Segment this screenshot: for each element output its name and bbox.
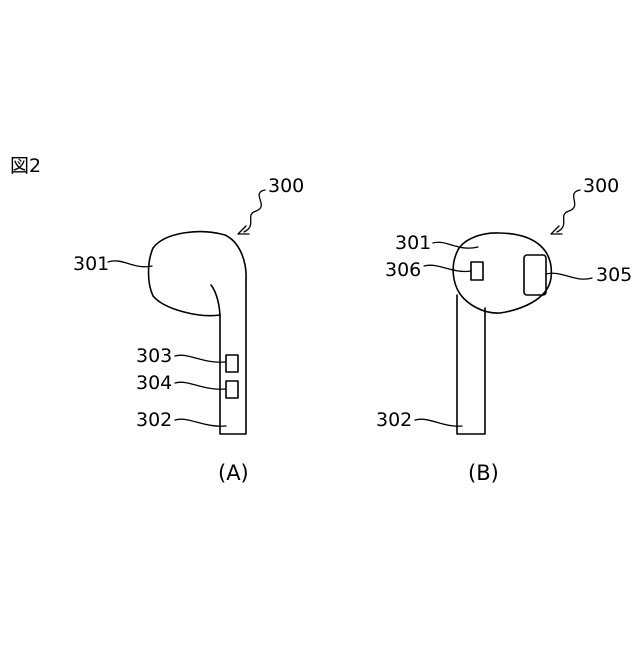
view-a-label-300: 300: [268, 175, 304, 197]
view-b-label-306: 306: [385, 259, 421, 281]
view-a-housing-outline: [149, 232, 247, 316]
view-b-label-300: 300: [583, 175, 619, 197]
view-b-leader-301: [433, 242, 478, 248]
view-b-stem-outline: [457, 295, 485, 434]
view-a-component-303: [226, 355, 238, 372]
view-a: 300 301 303 304 302 (A): [73, 175, 304, 485]
view-a-leader-301: [108, 261, 152, 267]
view-b-label-302: 302: [376, 409, 412, 431]
view-a-leader-304: [175, 382, 226, 389]
view-a-label-301: 301: [73, 253, 109, 275]
view-a-label-303: 303: [136, 345, 172, 367]
view-a-label-304: 304: [136, 372, 172, 394]
view-a-component-304: [226, 381, 238, 398]
view-a-stem-outline: [220, 280, 246, 434]
view-a-leader-303: [175, 355, 226, 362]
view-a-caption: (A): [218, 461, 249, 485]
view-b-leader-300: [557, 190, 580, 232]
view-b-label-305: 305: [596, 264, 632, 286]
view-b-label-301: 301: [395, 232, 431, 254]
view-b-component-306: [471, 262, 483, 280]
view-b-component-305: [524, 255, 546, 295]
view-a-leader-300: [244, 190, 265, 232]
view-b-leader-305: [546, 273, 592, 279]
view-a-label-302: 302: [136, 409, 172, 431]
view-b: 300 301 306 305 302 (B): [376, 175, 632, 485]
view-a-leader-302: [175, 419, 226, 426]
view-b-caption: (B): [468, 461, 499, 485]
figure-title: 図2: [10, 155, 41, 177]
view-b-housing-outline: [453, 233, 551, 313]
view-b-leader-306: [424, 265, 471, 271]
view-b-leader-302: [415, 419, 462, 426]
view-a-inner-curve: [211, 285, 220, 315]
